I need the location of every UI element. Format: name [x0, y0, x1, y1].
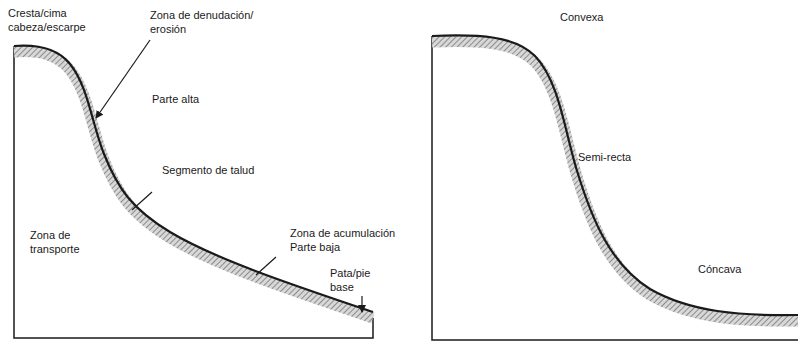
erosion-zone-label: Zona de denudación/ erosión [150, 8, 268, 36]
left-profile [14, 40, 373, 338]
straight-label: Semi-recta [578, 150, 668, 164]
transport-zone-label: Zona de transporte [30, 228, 100, 256]
crest-label: Cresta/cima cabeza/escarpe [8, 6, 108, 34]
lower-part-label: Parte baja [290, 240, 380, 254]
foot-label: Pata/pie base [330, 266, 392, 294]
accumulation-zone-label: Zona de acumulación [290, 226, 410, 240]
upper-part-label: Parte alta [152, 92, 242, 106]
segment-label: Segmento de talud [162, 163, 282, 177]
concave-label: Cóncava [698, 262, 788, 276]
right-profile [432, 35, 798, 340]
convex-label: Convexa [560, 10, 650, 24]
